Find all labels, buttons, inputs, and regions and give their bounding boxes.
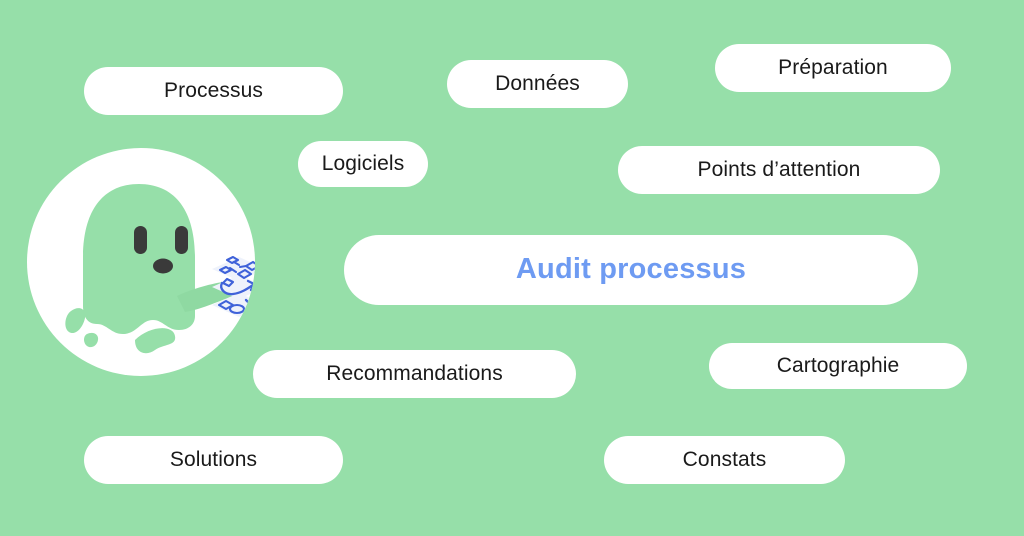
ghost-mascot-illustration — [27, 148, 255, 376]
pill-solutions[interactable]: Solutions — [84, 436, 343, 484]
card-top — [212, 255, 255, 281]
ghost-eye-left-shape — [134, 226, 147, 254]
pill-processus[interactable]: Processus — [84, 67, 343, 115]
pill-donnees[interactable]: Données — [447, 60, 628, 108]
curved-arrow-icon — [220, 281, 255, 296]
pill-label: Constats — [682, 447, 767, 471]
flowchart-nodes-icon — [218, 255, 255, 280]
pill-audit-processus-center[interactable]: Audit processus — [344, 235, 918, 305]
pill-label: Cartographie — [776, 353, 900, 377]
pill-constats[interactable]: Constats — [604, 436, 845, 484]
center-pill-label: Audit processus — [515, 252, 747, 285]
ghost-drip-blob-3 — [135, 328, 176, 354]
ghost-drip-blob-2 — [84, 332, 99, 348]
pill-label: Processus — [164, 78, 263, 102]
ghost-nose — [153, 258, 173, 274]
pill-label: Recommandations — [326, 361, 503, 385]
pill-preparation[interactable]: Préparation — [715, 44, 951, 92]
pill-label: Logiciels — [321, 151, 405, 175]
ghost-body — [83, 184, 195, 334]
pill-label: Points d’attention — [697, 157, 861, 181]
pill-label: Préparation — [778, 55, 888, 79]
pill-cartographie[interactable]: Cartographie — [709, 343, 967, 389]
pill-logiciels[interactable]: Logiciels — [298, 141, 428, 187]
pill-points-dattention[interactable]: Points d’attention — [618, 146, 940, 194]
pill-label: Données — [495, 71, 580, 95]
ghost-eye-right-shape — [175, 226, 188, 254]
ghost-drip-blob-1 — [65, 308, 86, 334]
pill-label: Solutions — [169, 447, 258, 471]
pill-recommandations[interactable]: Recommandations — [253, 350, 576, 398]
